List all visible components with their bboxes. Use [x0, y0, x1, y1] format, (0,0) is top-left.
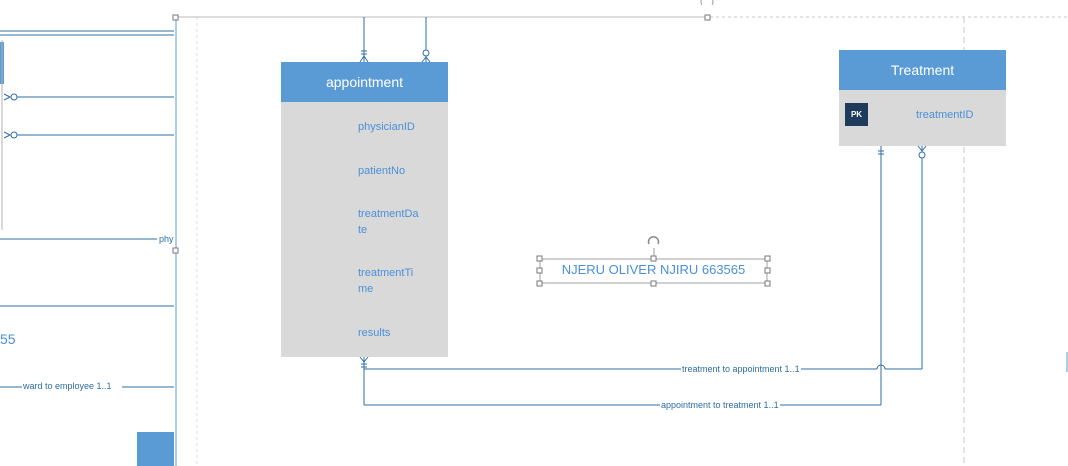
resize-handle[interactable]: [764, 280, 771, 287]
resize-handle[interactable]: [764, 267, 771, 274]
crowfoot-icon: [3, 131, 12, 139]
resize-handle[interactable]: [536, 280, 543, 287]
author-text[interactable]: NJERU OLIVER NJIRU 663565: [561, 262, 746, 277]
crowfoot-icon: [359, 55, 369, 63]
crowfoot-icon: [917, 145, 927, 152]
relationship-label: ward to employee 1..1: [22, 381, 113, 392]
zero-many-icon: [422, 49, 430, 57]
relationship-label-treatment-to-appointment[interactable]: treatment to appointment 1..1: [681, 364, 801, 375]
partial-text: 55: [0, 331, 16, 347]
zero-many-icon: [10, 131, 18, 139]
entity-body: PK treatmentID: [839, 90, 1006, 146]
resize-handle[interactable]: [704, 14, 711, 21]
resize-handle[interactable]: [536, 255, 543, 262]
partial-entity-block[interactable]: [137, 432, 174, 466]
attribute-treatmentid: treatmentID: [916, 109, 974, 121]
entity-header: appointment: [281, 62, 448, 102]
crowfoot-icon: [421, 56, 431, 63]
entity-header: Treatment: [839, 50, 1006, 90]
attribute-patientno: patientNo: [358, 165, 406, 177]
resize-handle[interactable]: [764, 255, 771, 262]
attribute-results: results: [358, 327, 391, 339]
entity-body: physicianID patientNo treatmentDa te tre…: [281, 102, 448, 357]
resize-handle[interactable]: [650, 255, 657, 262]
resize-handle[interactable]: [650, 280, 657, 287]
relationship-label-appointment-to-treatment[interactable]: appointment to treatment 1..1: [660, 400, 780, 411]
zero-many-icon: [918, 151, 926, 159]
pk-badge: PK: [845, 103, 868, 126]
resize-handle[interactable]: [172, 247, 179, 254]
relationship-label: phy: [158, 234, 175, 245]
rotate-handle-icon[interactable]: [647, 236, 660, 245]
attribute-treatmentdate: treatmentDa te: [358, 208, 419, 236]
zero-many-icon: [10, 93, 18, 101]
resize-handle[interactable]: [536, 267, 543, 274]
rotate-handle-icon[interactable]: [700, 0, 714, 6]
resize-handle[interactable]: [172, 14, 179, 21]
attribute-physicianid: physicianID: [358, 121, 415, 133]
entity-appointment[interactable]: appointment physicianID patientNo treatm…: [281, 62, 448, 357]
attribute-treatmenttime: treatmentTi me: [358, 267, 414, 295]
entity-treatment[interactable]: Treatment PK treatmentID: [839, 50, 1006, 146]
crowfoot-icon: [359, 356, 369, 363]
crowfoot-icon: [3, 93, 12, 101]
